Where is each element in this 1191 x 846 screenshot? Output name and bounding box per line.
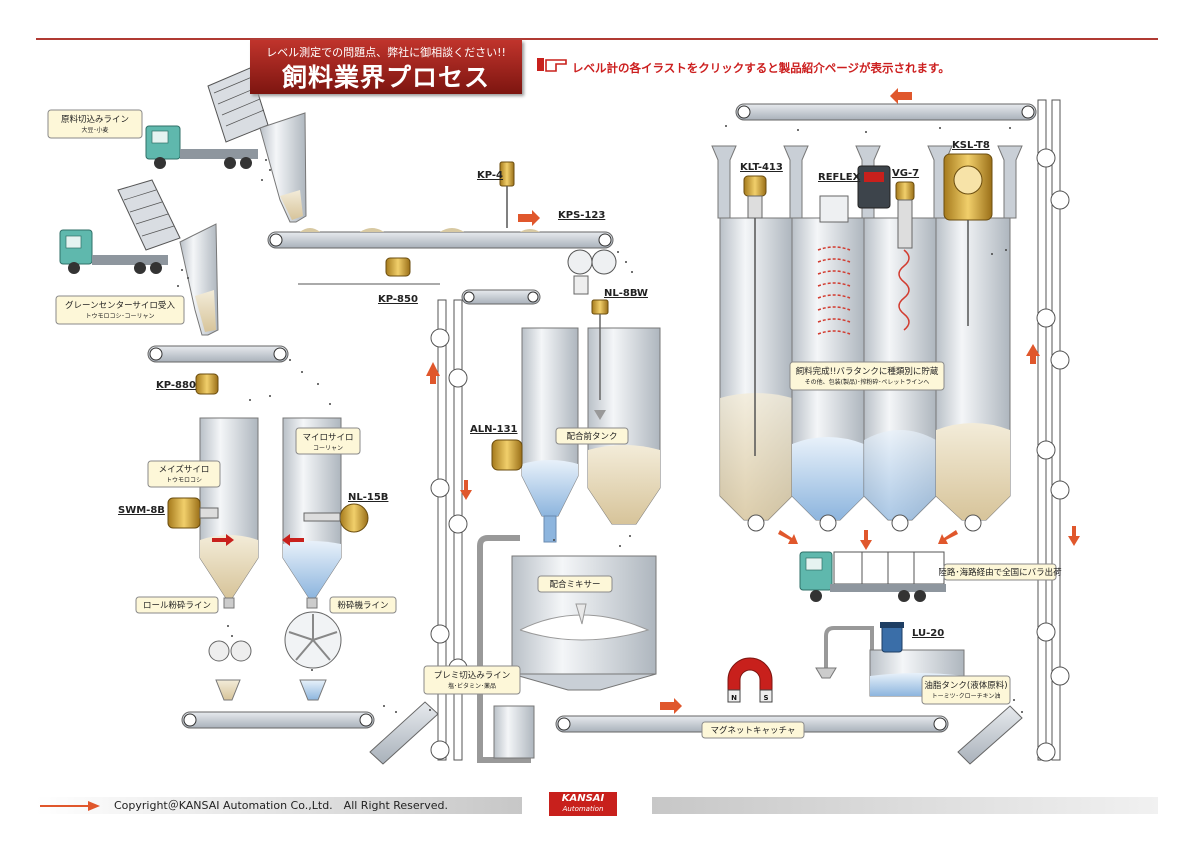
logo-line2: Automation: [562, 805, 604, 813]
svg-text:マイロサイロ: マイロサイロ: [302, 433, 353, 443]
footer-bar-right: [652, 797, 1158, 814]
kp880-label[interactable]: KP-880: [156, 380, 196, 391]
nl15b-label[interactable]: NL-15B: [348, 492, 388, 503]
footer-bar-left: [36, 797, 522, 814]
vg7-label[interactable]: VG-7: [892, 168, 919, 179]
oil-sprayer-pipe: [815, 626, 874, 679]
label-mixer: 配合ミキサー: [537, 575, 613, 593]
svg-text:粉砕機ライン: 粉砕機ライン: [337, 600, 388, 611]
svg-text:配合前タンク: 配合前タンク: [566, 431, 617, 442]
swm8b-label[interactable]: SWM-8B: [118, 505, 165, 516]
klt413-sensor[interactable]: KLT-413: [740, 162, 783, 456]
reflex-radar-waves: [817, 246, 851, 335]
svg-text:プレミ切込みライン: プレミ切込みライン: [434, 670, 511, 681]
kp4-sensor[interactable]: KP-4: [477, 161, 515, 228]
bucket-elevator-right: [1036, 99, 1070, 762]
kslt8-label[interactable]: KSL-T8: [952, 140, 990, 151]
label-maize-silo: メイズサイロ トウモロコシ: [147, 460, 221, 488]
lu20-sensor[interactable]: LU-20: [880, 622, 944, 653]
svg-text:飼料完成!!バラタンクに種類別に貯蔵: 飼料完成!!バラタンクに種類別に貯蔵: [796, 366, 939, 377]
label-roll-line: ロール粉砕ライン: [135, 596, 219, 614]
conveyor-top-right: [735, 103, 1037, 121]
label-shipping: 陸路･海路経由で全国にバラ出荷: [938, 563, 1062, 581]
svg-text:コーリャン: コーリャン: [313, 445, 343, 452]
bulk-truck: [799, 551, 946, 602]
grinder-fan-icon: [284, 611, 342, 701]
svg-text:大豆･小麦: 大豆･小麦: [81, 126, 108, 134]
flow-arrows: [212, 88, 1080, 714]
kansai-logo: KANSAI Automation: [549, 792, 617, 816]
conveyor-bottom-left: [181, 701, 439, 765]
kps123-label[interactable]: KPS-123: [558, 210, 605, 221]
label-grain-center: グレーンセンターサイロ受入 トウモロコシ･コーリャン: [55, 295, 185, 325]
svg-text:トウモロコシ: トウモロコシ: [166, 476, 202, 484]
reflex-label[interactable]: REFLEX: [818, 172, 861, 183]
silo-pre-blend-right: [587, 327, 661, 525]
conveyor-main: [267, 228, 614, 249]
kslt8-sensor[interactable]: KSL-T8: [943, 140, 993, 326]
milo-silo: [282, 417, 342, 609]
label-pre-blend-tank: 配合前タンク: [555, 427, 629, 445]
svg-text:その他、包装(製品)･搾粉砕･ペレットラインへ: その他、包装(製品)･搾粉砕･ペレットラインへ: [805, 378, 930, 386]
klt413-label[interactable]: KLT-413: [740, 162, 783, 173]
nl15b-sensor[interactable]: NL-15B: [303, 492, 388, 533]
truck-lower: [59, 179, 181, 274]
aln131-sensor[interactable]: ALN-131: [470, 424, 523, 471]
svg-text:陸路･海路経由で全国にバラ出荷: 陸路･海路経由で全国にバラ出荷: [938, 567, 1062, 578]
label-magnet: マグネットキャッチャ: [701, 721, 805, 739]
svg-text:メイズサイロ: メイズサイロ: [159, 464, 210, 475]
conveyor-feed: [461, 289, 541, 305]
svg-text:塩･ビタミン･薬品: 塩･ビタミン･薬品: [448, 682, 496, 690]
svg-text:マグネットキャッチャ: マグネットキャッチャ: [711, 725, 796, 736]
hand-pointer-icon: [537, 58, 567, 72]
nl8bw-label[interactable]: NL-8BW: [604, 288, 648, 299]
kp850-sensor[interactable]: KP-850: [298, 257, 440, 305]
swm8b-sensor[interactable]: SWM-8B: [118, 497, 219, 529]
banner-subtitle: レベル測定での問題点、弊社に御相談ください!!: [266, 46, 506, 59]
label-premix-line: プレミ切込みライン 塩･ビタミン･薬品: [423, 665, 521, 695]
roll-mill-icon: [208, 640, 252, 701]
grain-hopper: [179, 223, 219, 336]
logo-line1: KANSAI: [561, 793, 605, 804]
page-title: 飼料業界プロセス: [281, 63, 490, 92]
kp880-sensor[interactable]: KP-880: [156, 373, 219, 395]
svg-text:トウモロコシ･コーリャン: トウモロコシ･コーリャン: [85, 312, 154, 320]
lu20-label[interactable]: LU-20: [912, 628, 944, 639]
svg-text:油脂タンク(液体原料): 油脂タンク(液体原料): [924, 680, 1007, 691]
svg-text:S: S: [763, 694, 768, 702]
label-raw-intake: 原料切込みライン 大豆･小麦: [47, 109, 143, 139]
bulk-silo-1: [719, 217, 793, 532]
instruction-text: レベル計の各イラストをクリックすると製品紹介ページが表示されます。: [572, 61, 950, 75]
label-oil-tank: 油脂タンク(液体原料) トーミツ･クローチキン油: [921, 675, 1011, 705]
premix-pipe: [477, 535, 535, 763]
label-bulk-tank: 飼料完成!!バラタンクに種類別に貯蔵 その他、包装(製品)･搾粉砕･ペレットライ…: [789, 361, 945, 391]
particle-dots: [177, 125, 1023, 713]
vg7-sensor[interactable]: VG-7: [892, 168, 919, 249]
footer-arrow-icon: [40, 801, 100, 811]
svg-text:原料切込みライン: 原料切込みライン: [61, 114, 129, 125]
bulk-silo-4: [935, 217, 1011, 532]
silo-pre-blend-left: [521, 327, 579, 543]
aln131-label[interactable]: ALN-131: [470, 424, 518, 435]
reflex-sensor[interactable]: REFLEX: [818, 165, 891, 223]
svg-text:トーミツ･クローチキン油: トーミツ･クローチキン油: [932, 692, 1001, 700]
label-grinder-line: 粉砕機ライン: [329, 596, 397, 614]
intake-hopper-top: [259, 112, 307, 223]
svg-text:グレーンセンターサイロ受入: グレーンセンターサイロ受入: [65, 300, 175, 311]
copyright-text: Copyright＠KANSAI Automation Co.,Ltd. All…: [114, 799, 448, 812]
label-milo-silo: マイロサイロ コーリャン: [295, 427, 361, 455]
svg-text:ロール粉砕ライン: ロール粉砕ライン: [143, 600, 211, 611]
title-banner: レベル測定での問題点、弊社に御相談ください!! 飼料業界プロセス: [250, 40, 522, 94]
svg-text:N: N: [731, 694, 737, 702]
svg-text:配合ミキサー: 配合ミキサー: [549, 579, 600, 590]
kps123-sensor[interactable]: KPS-123: [558, 210, 617, 295]
kp850-label[interactable]: KP-850: [378, 294, 418, 305]
magnet-icon: N S: [727, 657, 773, 703]
conveyor-grain: [147, 345, 289, 363]
kp4-label[interactable]: KP-4: [477, 170, 503, 181]
nl8bw-sensor[interactable]: NL-8BW: [591, 288, 648, 420]
vg7-wave: [898, 249, 910, 331]
